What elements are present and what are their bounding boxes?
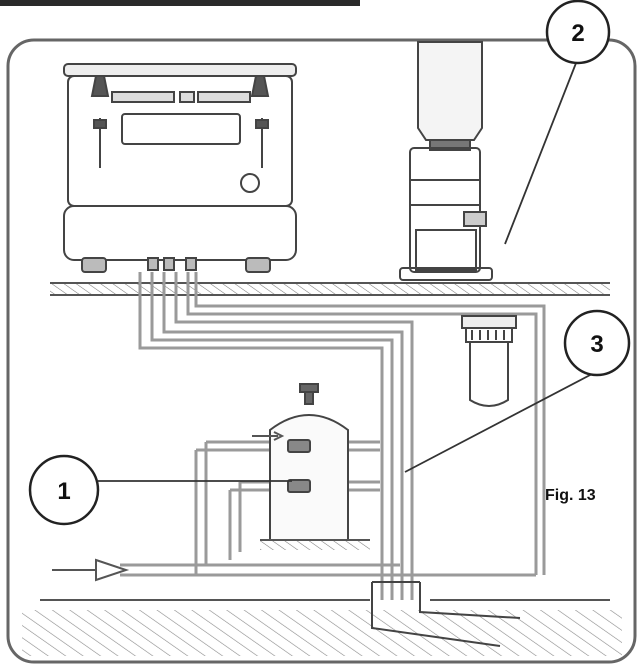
callout-2: 2	[547, 1, 609, 63]
water-softener	[252, 384, 348, 540]
callout-3-label: 3	[590, 331, 603, 358]
coffee-grinder	[400, 42, 492, 280]
top-strip	[0, 0, 360, 6]
counter	[50, 283, 610, 295]
floor	[22, 600, 622, 656]
callout-3: 3	[565, 311, 629, 375]
figure-label: Fig. 13	[545, 487, 596, 504]
callout-2-label: 2	[571, 20, 584, 47]
water-inlet	[52, 560, 206, 580]
callout-1: 1	[30, 456, 98, 524]
softener-base	[260, 540, 370, 550]
inlet-arrow-icon	[96, 560, 126, 580]
callout-1-label: 1	[57, 478, 70, 505]
water-filter	[462, 316, 516, 406]
espresso-machine	[64, 64, 296, 272]
